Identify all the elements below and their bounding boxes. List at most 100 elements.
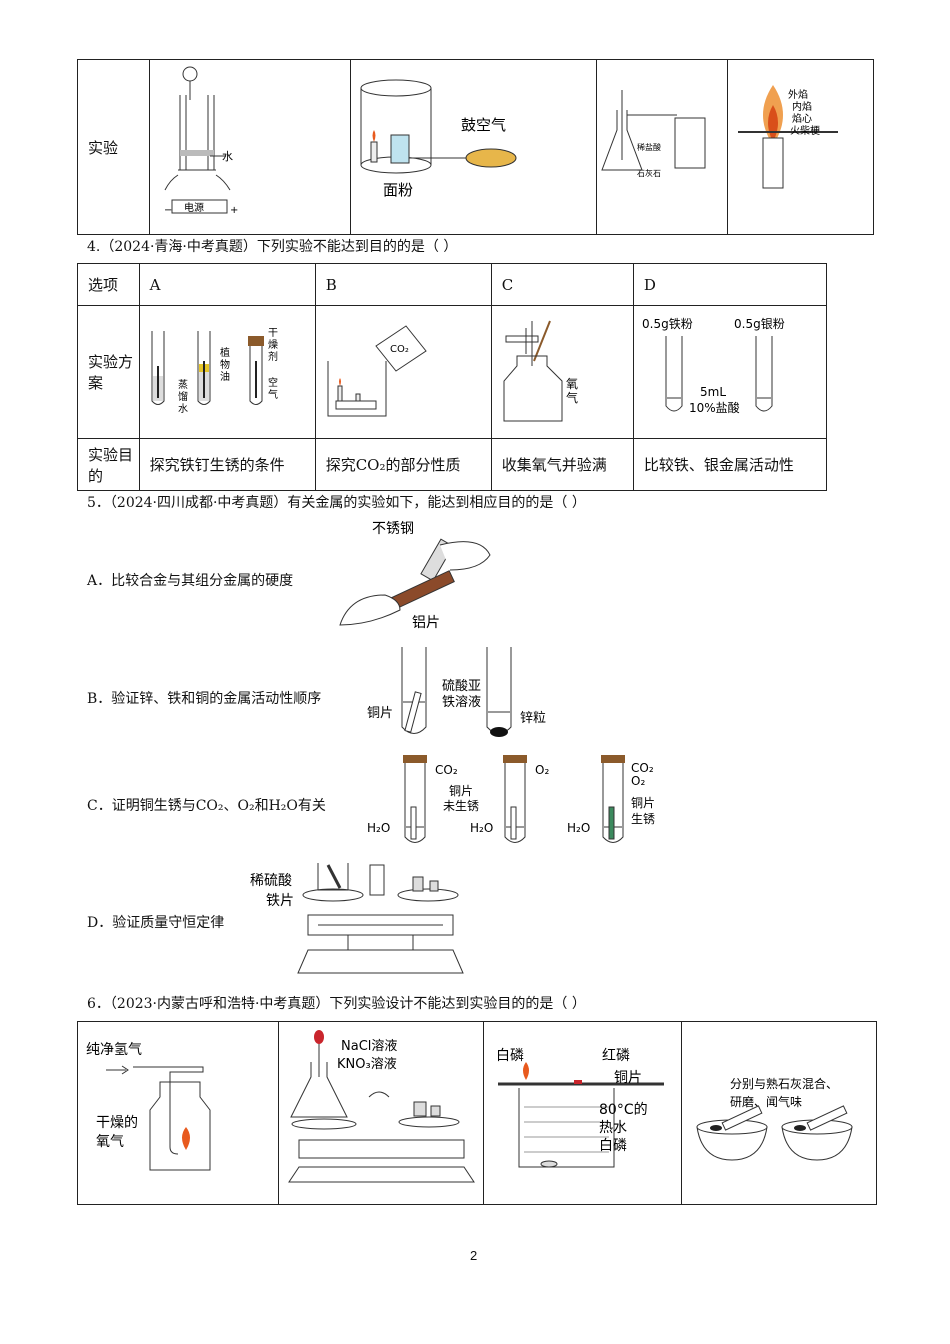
label-cu2: 铜片 <box>631 795 655 810</box>
zinc-iron-copper-figure: 铜片 硫酸亚 铁溶液 锌粒 <box>367 647 546 737</box>
q6-cell-mortar: 分别与熟石灰混合、 研磨、闻气味 <box>681 1021 877 1205</box>
phosphorus-combustion-figure: 白磷 红磷 铜片 80°C的 热水 白磷 <box>496 1048 664 1168</box>
label-mix-2: 研磨、闻气味 <box>730 1094 802 1109</box>
q4-table: 选项 A B C D 实验方案 蒸 馏 水 植 物 <box>77 263 828 491</box>
label-oxygen-1: 氧 <box>566 377 578 391</box>
q3-cell-flame: 外焰 内焰 焰心 火柴梗 <box>727 59 874 235</box>
label-stainless: 不锈钢 <box>372 521 414 537</box>
q4-header-a: A <box>138 263 316 306</box>
label-dilute-hcl: 稀盐酸 <box>637 142 661 152</box>
q4-row-purpose-label: 实验目的 <box>77 438 140 491</box>
q6-cell-h2: 纯净氢气 干燥的 氧气 <box>77 1021 279 1205</box>
electrolysis-apparatus-figure: 水 电源 − + <box>164 66 238 216</box>
q4-purpose-b: 探究CO₂的部分性质 <box>314 438 492 491</box>
q4-stem: 4.（2024·青海·中考真题）下列实验不能达到目的的是（ ） <box>87 239 458 255</box>
label-white-p: 白磷 <box>496 1048 524 1064</box>
metal-acid-tubes-figure: 0.5g铁粉 0.5g银粉 5mL 10%盐酸 <box>642 317 785 415</box>
label-co2-c1: CO₂ <box>435 763 458 777</box>
label-plus: + <box>230 205 238 216</box>
co2-generation-figure: 稀盐酸 石灰石 <box>601 90 706 178</box>
candle-flame-figure: 外焰 内焰 焰心 火柴梗 <box>738 85 838 189</box>
label-aluminum: 铝片 <box>412 615 440 631</box>
q5-option-d: D．验证质量守恒定律 <box>87 915 225 931</box>
q4-header-d: D <box>632 263 828 306</box>
label-desiccant-2: 燥 <box>268 339 278 351</box>
label-pure-h2: 纯净氢气 <box>86 1042 142 1058</box>
scratch-hardness-figure: 不锈钢 铝片 <box>339 521 491 631</box>
label-veg-oil-2: 物 <box>220 358 230 371</box>
label-not-rust: 未生锈 <box>443 799 479 813</box>
label-silver-powder: 0.5g银粉 <box>734 317 785 331</box>
q4-purpose-d: 比较铁、银金属活动性 <box>632 438 828 491</box>
label-outer-flame: 外焰 <box>788 88 808 101</box>
label-dry-o2-1: 干燥的 <box>96 1115 138 1131</box>
q3-table: 实验 水 电源 − + <box>77 59 874 235</box>
label-feso4-2: 铁溶液 <box>442 695 481 710</box>
label-minus: − <box>164 205 172 216</box>
q4-purpose-a: 探究铁钉生锈的条件 <box>138 438 316 491</box>
label-desiccant-1: 干 <box>268 328 278 339</box>
q5-option-c: C．证明铜生锈与CO₂、O₂和H₂O有关 <box>87 798 326 814</box>
label-power: 电源 <box>184 201 204 214</box>
hydrogen-burning-figure: 纯净氢气 干燥的 氧气 <box>86 1042 211 1171</box>
q3-cell-dust-explosion: 鼓空气 面粉 <box>350 59 597 235</box>
label-nacl: NaCl溶液 <box>341 1039 397 1054</box>
label-dist-water-1: 蒸 <box>178 379 188 391</box>
nacl-kno3-balance-figure: NaCl溶液 KNO₃溶液 <box>288 1030 475 1183</box>
rust-tubes-figure: 蒸 馏 水 植 物 油 干 燥 剂 空 气 <box>151 328 278 415</box>
q3-row-label: 实验 <box>77 59 150 235</box>
copper-rust-figure: CO₂ H₂O O₂ 铜片 未生锈 H₂O CO₂ O₂ 铜片 生锈 H₂O <box>367 755 655 843</box>
label-water: 水 <box>222 150 233 163</box>
label-white-p2: 白磷 <box>599 1138 627 1154</box>
label-mix-1: 分别与熟石灰混合、 <box>730 1076 838 1091</box>
label-10-hcl: 10%盐酸 <box>689 400 740 415</box>
gas-bottle-figure: 氧 气 <box>503 320 578 422</box>
q3-cell-co2-gen: 稀盐酸 石灰石 <box>596 59 728 235</box>
q4-header-c: C <box>490 263 634 306</box>
label-co2-c3: CO₂ <box>631 761 654 775</box>
q6-table: 纯净氢气 干燥的 氧气 NaCl溶 <box>77 1021 877 1205</box>
co2-pour-figure: CO₂ <box>327 325 427 417</box>
q4-plan-b: CO₂ <box>314 305 492 439</box>
label-red-p: 红磷 <box>602 1048 630 1064</box>
label-oxygen-2: 气 <box>566 390 578 405</box>
label-h2o-c2: H₂O <box>470 821 493 835</box>
label-flour: 面粉 <box>383 181 413 199</box>
label-dist-water-2: 馏 <box>178 390 188 403</box>
q4-purpose-c: 收集氧气并验满 <box>490 438 634 491</box>
label-inner-flame: 内焰 <box>792 100 812 113</box>
q5-option-a: A．比较合金与其组分金属的硬度 <box>87 573 294 589</box>
q4-plan-a: 蒸 馏 水 植 物 油 干 燥 剂 空 气 <box>138 305 316 439</box>
label-kno3: KNO₃溶液 <box>337 1057 397 1072</box>
label-desiccant-3: 剂 <box>268 350 278 363</box>
q4-plan-d: 0.5g铁粉 0.5g银粉 5mL 10%盐酸 <box>632 305 828 439</box>
label-cu-sheet: 铜片 <box>614 1070 642 1086</box>
label-copper-sheet: 铜片 <box>367 706 393 721</box>
label-dist-water-3: 水 <box>178 403 188 415</box>
label-h2o-c3: H₂O <box>567 821 590 835</box>
label-air-2: 气 <box>268 388 278 401</box>
label-veg-oil-1: 植 <box>220 346 230 359</box>
label-dry-o2-2: 氧气 <box>96 1134 124 1150</box>
q4-row-plan-label: 实验方案 <box>77 305 140 439</box>
q5-option-b: B．验证锌、铁和铜的金属活动性顺序 <box>87 691 322 707</box>
label-h2o-c1: H₂O <box>367 821 390 835</box>
label-iron-powder: 0.5g铁粉 <box>642 317 693 331</box>
q6-cell-balance: NaCl溶液 KNO₃溶液 <box>278 1021 484 1205</box>
q6-stem: 6．（2023·内蒙古呼和浩特·中考真题）下列实验设计不能达到实验目的的是（ ） <box>87 996 586 1012</box>
label-hot-water-2: 热水 <box>599 1120 627 1136</box>
label-dil-h2so4: 稀硫酸 <box>250 873 292 889</box>
q6-cell-phosphorus: 白磷 红磷 铜片 80°C的 热水 白磷 <box>483 1021 682 1205</box>
label-o2-c2: O₂ <box>535 763 549 777</box>
label-air-1: 空 <box>268 376 278 389</box>
label-o2-c3: O₂ <box>631 774 645 788</box>
label-cu1: 铜片 <box>449 783 473 798</box>
q3-cell-electrolysis: 水 电源 − + <box>149 59 351 235</box>
label-zinc: 锌粒 <box>520 711 546 726</box>
label-blow-air: 鼓空气 <box>461 116 506 134</box>
label-iron-sheet: 铁片 <box>266 893 294 909</box>
label-match-stick: 火柴梗 <box>790 124 820 137</box>
q4-header-option: 选项 <box>77 263 140 306</box>
label-veg-oil-3: 油 <box>220 370 230 383</box>
page-number: 2 <box>470 1248 478 1263</box>
